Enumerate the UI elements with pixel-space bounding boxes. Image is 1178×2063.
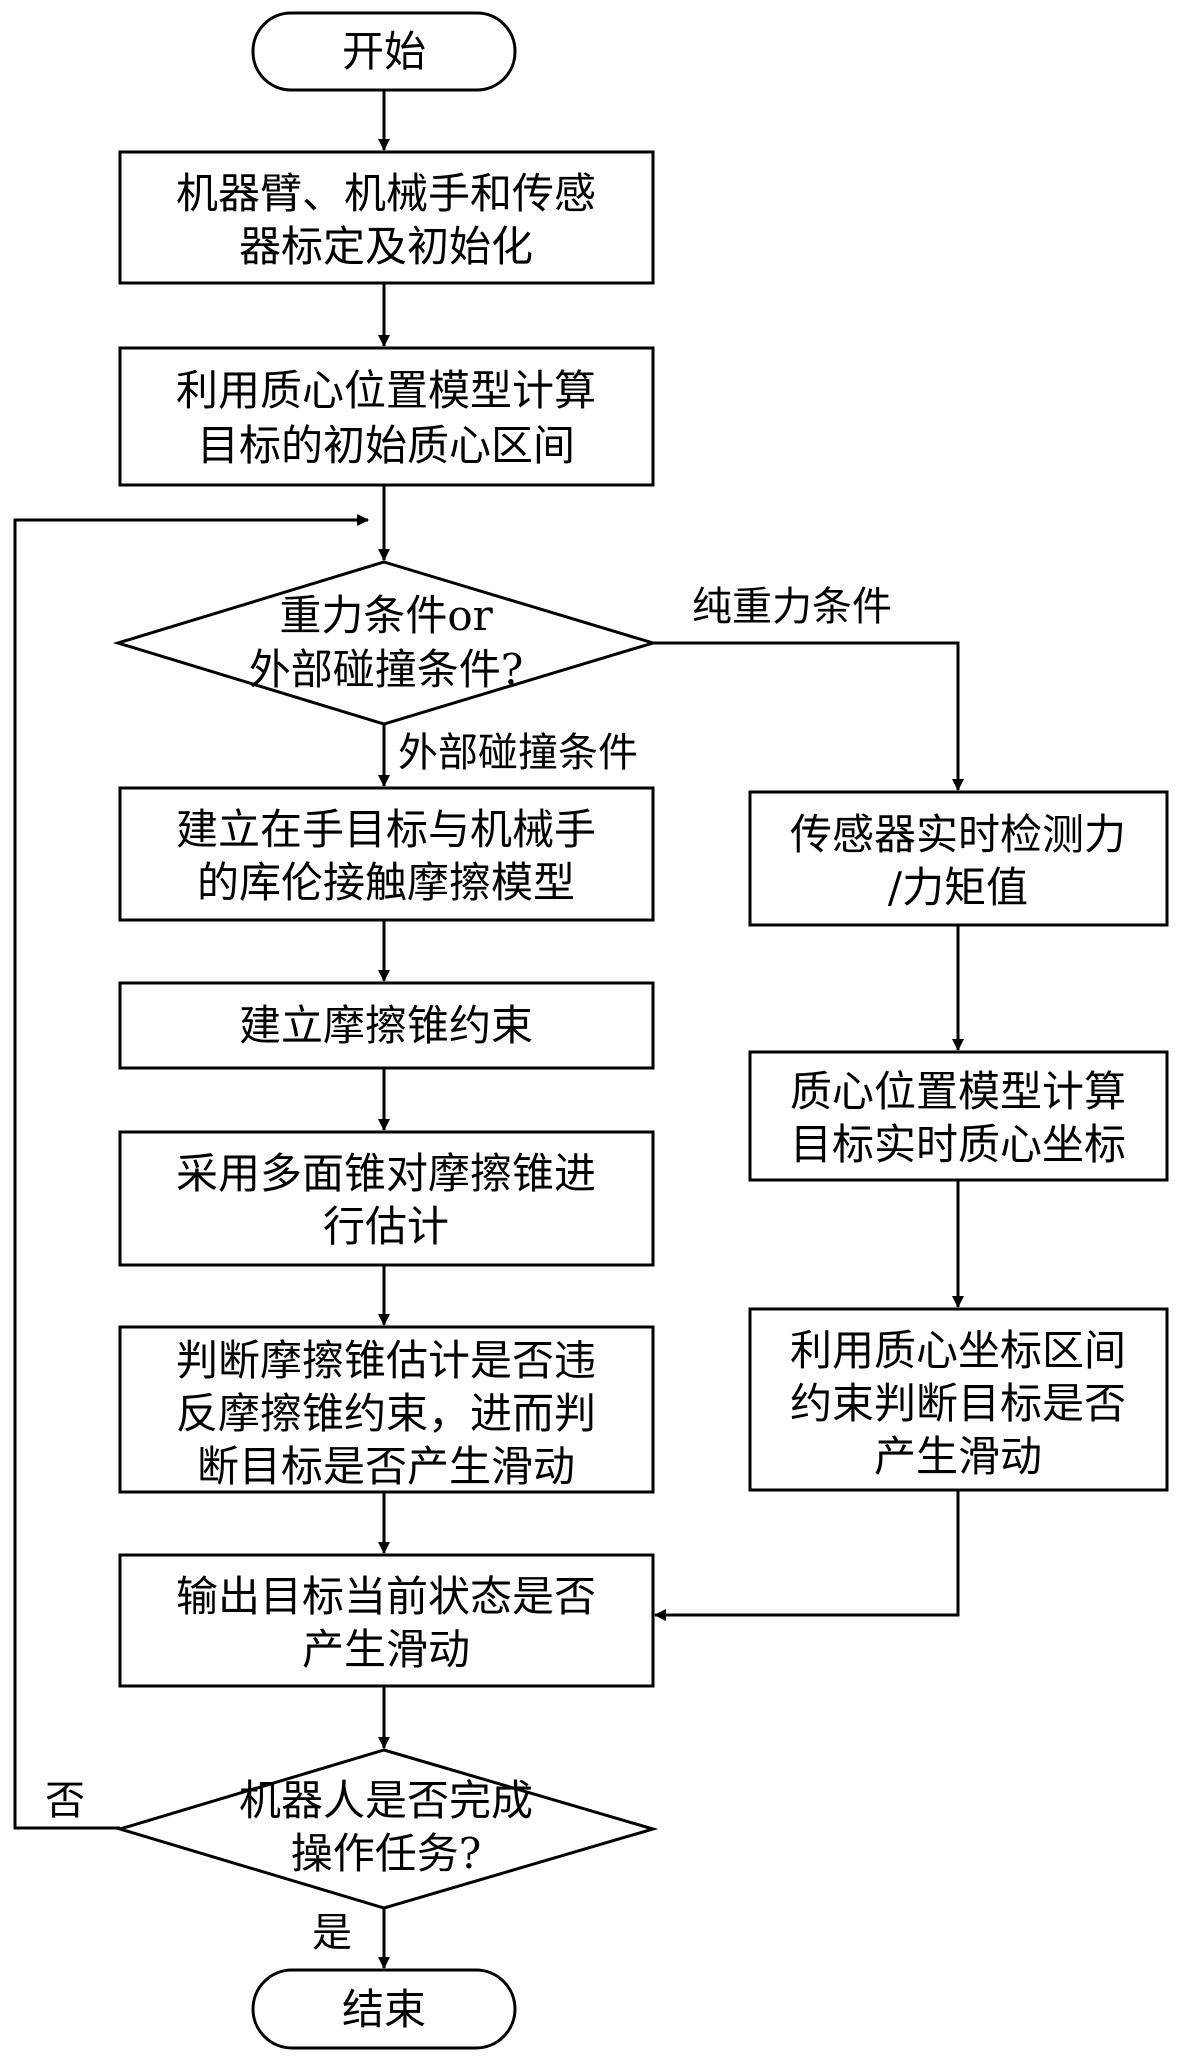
condition-diamond: 重力条件or 外部碰撞条件?: [112, 560, 659, 726]
coulomb-model-box: 建立在手目标与机械手 的库伦接触摩擦模型: [118, 786, 655, 922]
judge-cone-line-2: 反摩擦锥约束，进而判: [176, 1389, 596, 1438]
gravity-branch-label: 纯重力条件: [692, 584, 892, 630]
yes-branch-label: 是: [312, 1910, 352, 1956]
collision-branch-label: 外部碰撞条件: [398, 730, 638, 776]
coulomb-model-line-2: 的库伦接触摩擦模型: [197, 858, 575, 907]
start-node: 开始: [251, 11, 517, 92]
edges: [13, 90, 964, 1969]
task-done-diamond: 机器人是否完成 操作任务?: [114, 1748, 659, 1910]
output-line-2: 产生滑动: [302, 1625, 470, 1674]
edge-condition-to-sensor: [653, 641, 964, 791]
sensor-detect-box: 传感器实时检测力 /力矩值: [748, 790, 1169, 927]
polyhedral-box: 采用多面锥对摩擦锥进 行估计: [118, 1130, 655, 1267]
realtime-com-box: 质心位置模型计算 目标实时质心坐标: [748, 1050, 1169, 1182]
task-done-line-1: 机器人是否完成: [239, 1776, 533, 1825]
condition-line-2: 外部碰撞条件?: [249, 645, 524, 694]
output-box: 输出目标当前状态是否 产生滑动: [118, 1553, 655, 1688]
start-label: 开始: [342, 27, 426, 76]
realtime-com-line-2: 目标实时质心坐标: [790, 1120, 1126, 1169]
no-branch-label: 否: [45, 1778, 85, 1824]
realtime-com-line-1: 质心位置模型计算: [790, 1067, 1126, 1116]
initial-interval-line-2: 目标的初始质心区间: [197, 421, 575, 470]
judge-cone-box: 判断摩擦锥估计是否违 反摩擦锥约束，进而判 断目标是否产生滑动: [118, 1325, 655, 1494]
sensor-detect-line-1: 传感器实时检测力: [790, 810, 1126, 859]
initial-interval-line-1: 利用质心位置模型计算: [176, 366, 596, 415]
interval-judge-line-3: 产生滑动: [874, 1432, 1042, 1481]
polyhedral-line-2: 行估计: [323, 1202, 449, 1251]
end-label: 结束: [342, 1985, 426, 2034]
polyhedral-line-1: 采用多面锥对摩擦锥进: [176, 1149, 596, 1198]
cone-constraint-box: 建立摩擦锥约束: [118, 981, 655, 1070]
interval-judge-box: 利用质心坐标区间 约束判断目标是否 产生滑动: [748, 1307, 1169, 1492]
cone-constraint-label: 建立摩擦锥约束: [239, 1001, 533, 1050]
calibrate-box: 机器臂、机械手和传感 器标定及初始化: [118, 150, 655, 285]
end-node: 结束: [251, 1968, 517, 2050]
edge-taskdone-loop-back: [13, 514, 369, 1830]
calibrate-line-1: 机器臂、机械手和传感: [176, 169, 596, 218]
task-done-line-2: 操作任务?: [291, 1829, 482, 1878]
condition-line-1: 重力条件or: [279, 591, 493, 640]
interval-judge-line-1: 利用质心坐标区间: [790, 1326, 1126, 1375]
interval-judge-line-2: 约束判断目标是否: [790, 1379, 1126, 1428]
judge-cone-line-1: 判断摩擦锥估计是否违: [176, 1336, 596, 1385]
judge-cone-line-3: 断目标是否产生滑动: [197, 1442, 575, 1491]
output-line-1: 输出目标当前状态是否: [176, 1572, 596, 1621]
sensor-detect-line-2: /力矩值: [888, 863, 1028, 912]
initial-interval-box: 利用质心位置模型计算 目标的初始质心区间: [118, 346, 655, 487]
edge-interval-judge-to-output: [654, 1490, 960, 1621]
calibrate-line-2: 器标定及初始化: [239, 222, 533, 271]
coulomb-model-line-1: 建立在手目标与机械手: [176, 805, 596, 854]
